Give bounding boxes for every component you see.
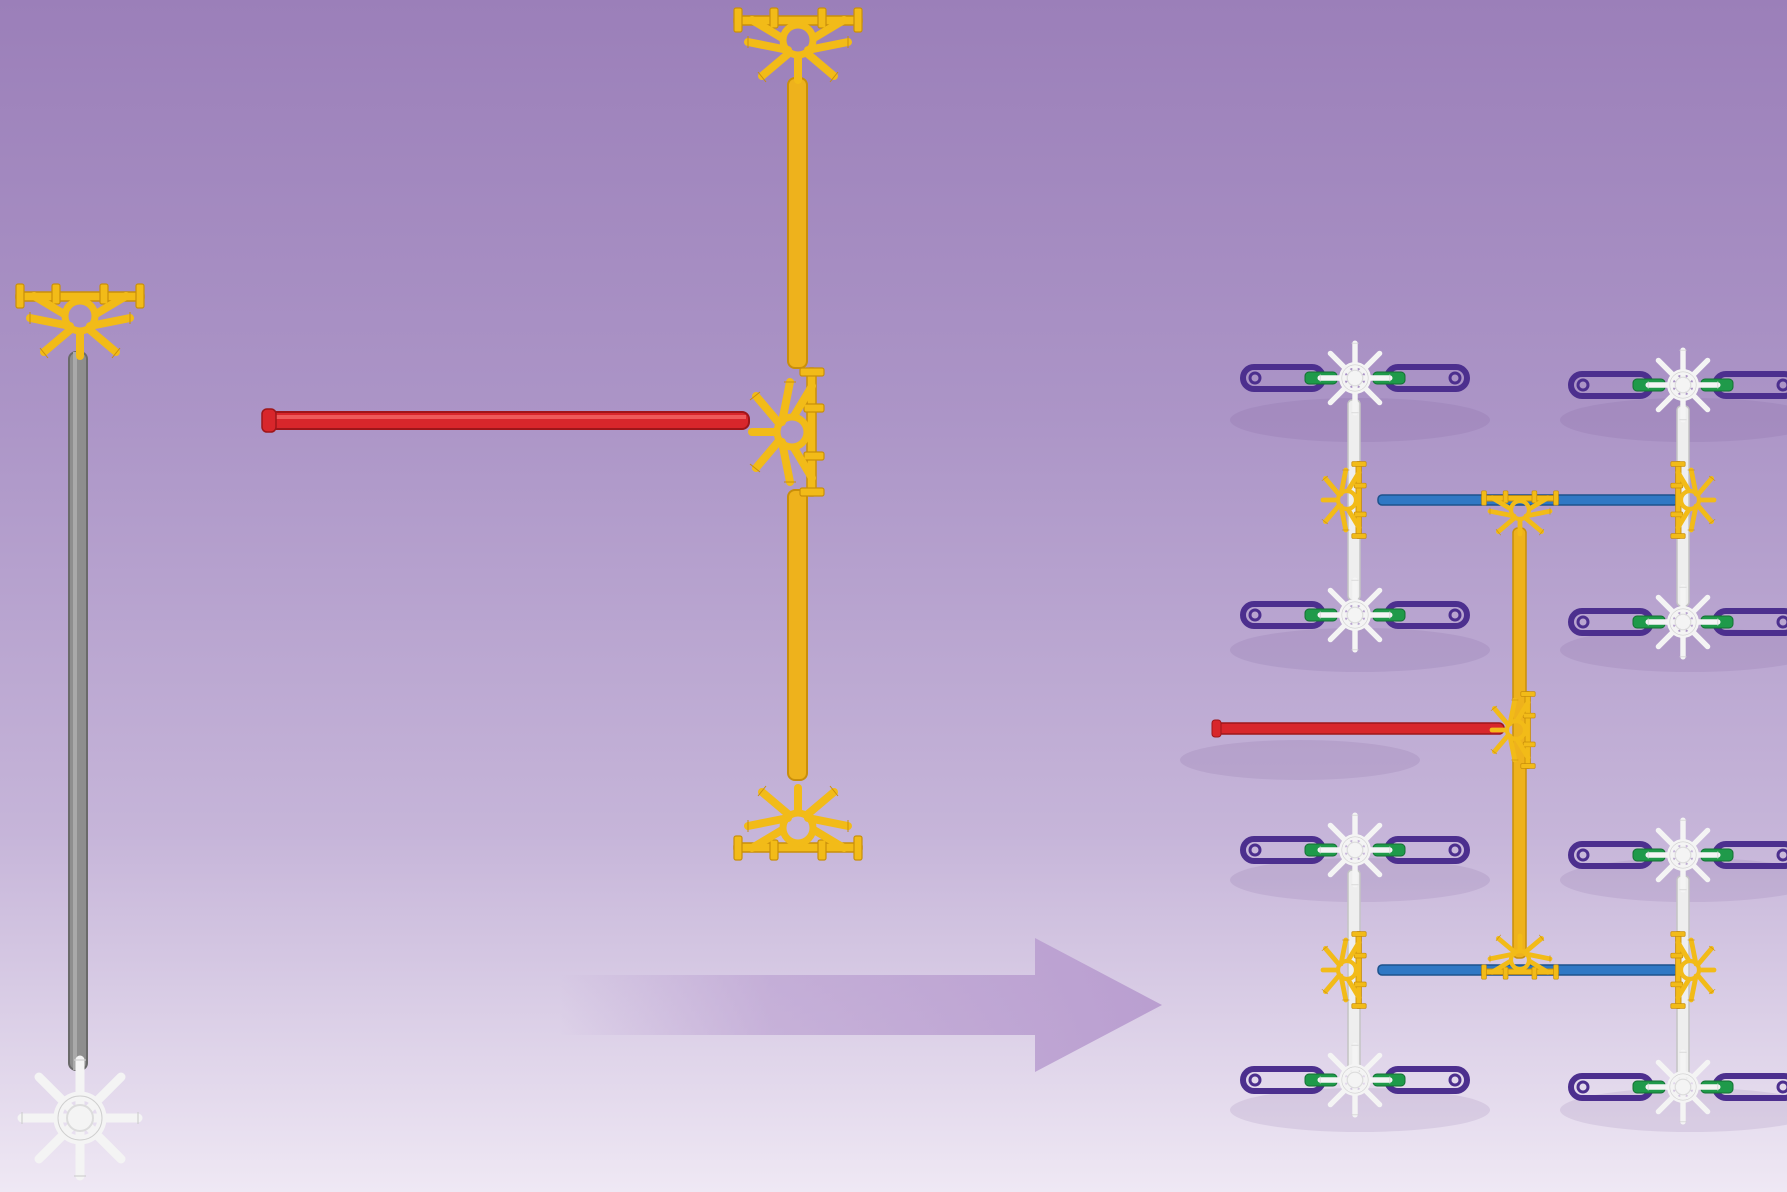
yellow-half-connector-icon xyxy=(16,284,144,358)
yellow-rod xyxy=(787,489,808,781)
yellow-rod xyxy=(787,77,808,369)
yellow-half-connector-icon xyxy=(734,8,862,82)
gray-rod-assembly xyxy=(16,284,144,1176)
white-star-connector-icon xyxy=(22,1060,138,1176)
yellow-rod-assembly xyxy=(261,8,862,860)
yellow-half-connector-icon xyxy=(734,786,862,860)
yellow-half-connector-icon xyxy=(750,368,824,496)
red-rod xyxy=(263,411,750,430)
assembled-model xyxy=(1180,343,1787,1132)
direction-arrow-icon xyxy=(560,938,1162,1072)
gray-rod xyxy=(68,351,88,1071)
